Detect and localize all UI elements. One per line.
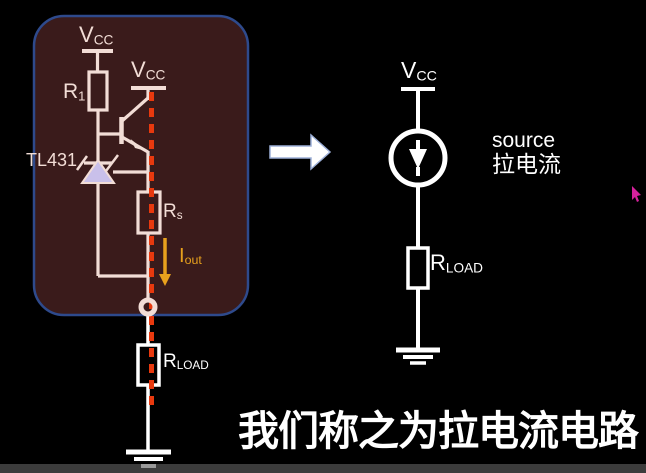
caption-text: 我们称之为拉电流电路 [238,408,639,454]
resistor-rload-left [136,343,161,387]
rload-label-left: RLOAD [163,351,209,373]
source-label-en: source [492,129,556,152]
mouse-cursor-icon [632,186,641,202]
ground-right [396,347,440,365]
current-source-arrow [409,149,427,169]
left-circuit [75,49,166,299]
right-circuit [388,87,448,365]
source-label-cn: 拉电流 [492,151,561,177]
ground-left [126,449,171,468]
vcc-label-left: VCC [79,22,114,48]
transform-arrow [269,133,332,171]
npn-collector [120,96,150,123]
iout-arrow [159,238,171,286]
rload-label-right: RLOAD [430,250,483,276]
resistor-r1 [87,70,109,112]
vcc-label-inner: VCC [131,57,166,83]
bottom-strip [0,464,646,473]
rs-label: Rs [163,201,183,223]
npn-emitter-arrow [130,139,146,151]
tl431-label: TL431 [26,150,78,170]
left-output-branch [136,314,161,452]
vcc-label-right: VCC [401,57,437,85]
resistor-rload-right [406,246,430,290]
iout-label: Iout [179,245,202,268]
output-node-circle [138,297,158,317]
r1-label: R1 [63,80,86,104]
